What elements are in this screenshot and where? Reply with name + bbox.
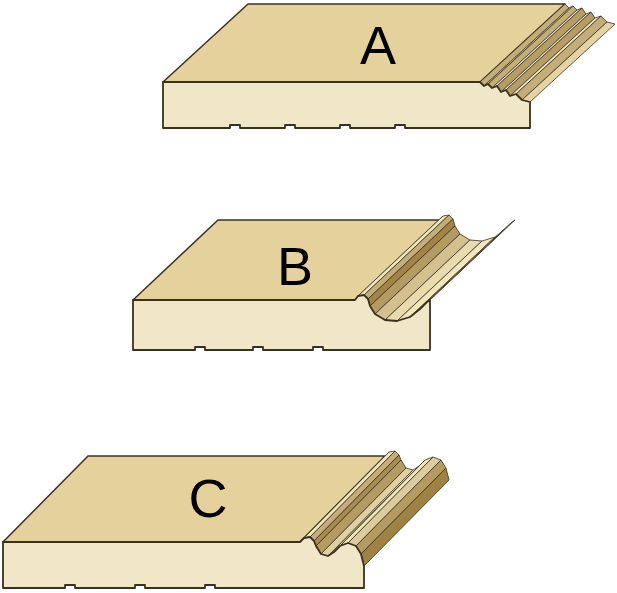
molding-strip <box>427 220 515 302</box>
board-letter: C <box>189 471 228 525</box>
board-letter: B <box>277 239 313 293</box>
board-front <box>3 537 364 588</box>
baseboard-molding <box>133 215 515 350</box>
molding-strip <box>516 16 607 100</box>
molding-strip <box>522 22 615 102</box>
board-letter: A <box>360 18 396 72</box>
baseboard-molding <box>3 451 449 588</box>
molding-strip <box>385 240 482 321</box>
molding-strip <box>356 460 446 554</box>
baseboard-molding <box>163 4 615 128</box>
molding-strip <box>361 468 449 566</box>
molding-strip <box>397 237 495 321</box>
board-front <box>163 82 530 128</box>
board-front <box>133 295 430 350</box>
